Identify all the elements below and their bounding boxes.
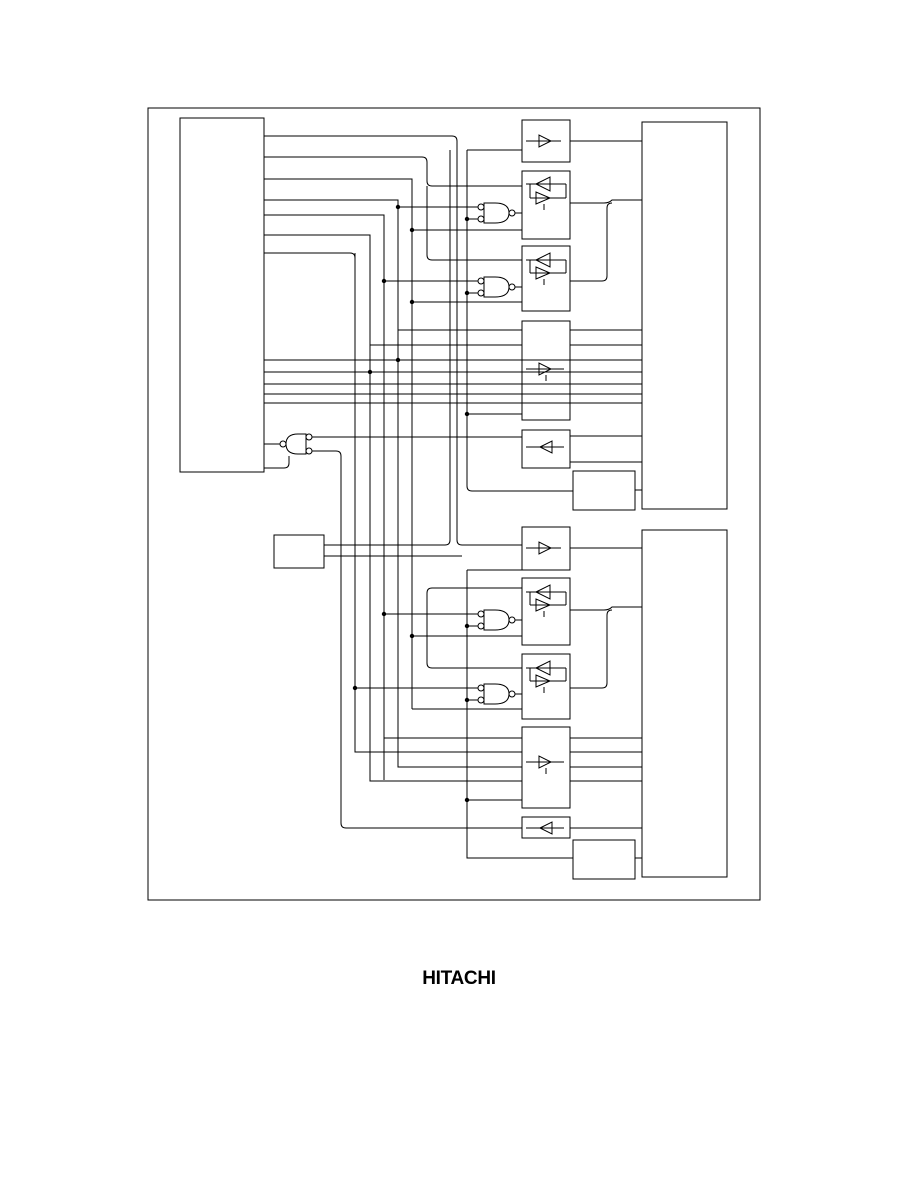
memory-wires [570,140,642,859]
bidirectional-buffer-2a [521,577,571,646]
nor-gate-1b [477,276,516,298]
nor-gate-2b [477,683,516,705]
bidirectional-buffer-2b [521,653,571,720]
nor-gate-2a [477,609,516,631]
output-buffer-1 [521,429,571,469]
bus-buffer-1 [521,320,571,421]
diagram-frame [147,107,761,901]
nand-gate-mpu [279,433,313,455]
gate-input-wires [355,186,522,710]
vertical-control-wires [312,149,573,859]
memory-block-2 [641,529,728,878]
junction-dots [352,204,470,803]
mpu-block [179,117,265,473]
hitachi-logo: HITACHI [422,968,496,989]
buffer-symbol-output-2 [526,821,564,835]
bus-controller-block [273,534,325,569]
buffer-symbol-input-1 [526,134,561,148]
buffer-symbol-input-2 [526,541,561,555]
buffer-symbol-bidir-2a [526,584,567,617]
bidirectional-buffer-1a [521,170,571,240]
buffer-symbol-bidir-1a [526,176,567,210]
buffer-symbol-output-1 [526,440,564,454]
nor-gate-1a [477,202,516,224]
bus-buffer-2 [521,726,571,809]
bidirectional-buffer-1b [521,245,571,312]
buffer-symbol-bidir-2b [526,660,567,693]
memory-control-block-2 [572,839,636,880]
memory-control-block-1 [572,470,636,511]
buffer-symbol-bidir-1b [526,252,567,285]
buffer-symbol-bus-2 [526,755,564,774]
memory-block-1 [641,121,728,510]
